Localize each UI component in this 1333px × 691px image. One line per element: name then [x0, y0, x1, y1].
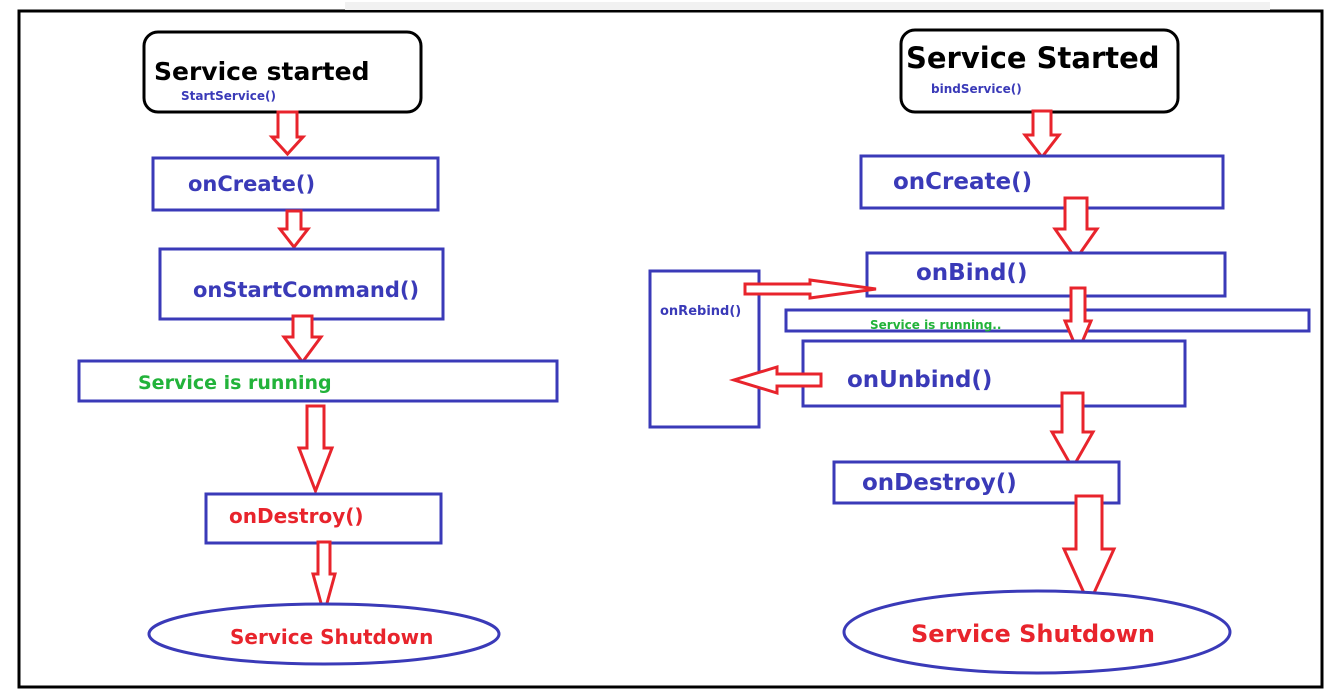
left-start-title: Service started	[154, 57, 369, 86]
right-arrow-rebind-to-bind	[743, 278, 877, 300]
left-arrow-5	[311, 540, 337, 620]
left-running-label: Service is running	[138, 372, 332, 394]
right-start-sub: bindService()	[931, 82, 1022, 96]
left-arrow-2	[276, 209, 312, 250]
right-ondestroy-label: onDestroy()	[862, 470, 1017, 496]
right-onrebind-label: onRebind()	[660, 304, 741, 319]
right-shutdown-node	[842, 589, 1232, 675]
left-running-node	[77, 359, 559, 403]
right-running-label: Service is running..	[870, 318, 1001, 332]
left-onstartcommand-node	[158, 247, 445, 321]
left-start-sub: StartService()	[181, 89, 276, 103]
top-shadow	[345, 2, 1270, 10]
left-arrow-1	[268, 110, 307, 157]
left-ondestroy-node	[204, 492, 443, 545]
left-shutdown-node	[147, 602, 501, 666]
right-onbind-label: onBind()	[916, 260, 1027, 286]
left-oncreate-node	[151, 156, 440, 212]
right-onrebind-node	[648, 269, 761, 429]
left-arrow-3	[281, 314, 324, 365]
right-oncreate-label: onCreate()	[893, 169, 1032, 195]
right-arrow-4	[1049, 391, 1096, 472]
right-arrow-1	[1021, 109, 1063, 160]
right-oncreate-node	[859, 154, 1225, 210]
right-shutdown-label: Service Shutdown	[911, 620, 1155, 648]
left-arrow-4	[296, 404, 335, 496]
right-onbind-node	[865, 251, 1227, 298]
left-shutdown-label: Service Shutdown	[230, 625, 433, 649]
right-arrow-5	[1061, 494, 1117, 608]
left-onstartcommand-label: onStartCommand()	[193, 278, 419, 302]
right-onunbind-node	[801, 339, 1187, 408]
right-arrow-3	[1062, 286, 1094, 356]
left-oncreate-label: onCreate()	[188, 172, 315, 196]
left-ondestroy-label: onDestroy()	[229, 504, 364, 528]
right-running-node	[784, 308, 1311, 333]
right-arrow-unbind-to-rebind	[728, 364, 823, 396]
right-ondestroy-node	[832, 460, 1121, 505]
right-start-title: Service Started	[906, 41, 1160, 75]
right-onunbind-label: onUnbind()	[847, 367, 992, 393]
right-arrow-2	[1052, 196, 1100, 262]
